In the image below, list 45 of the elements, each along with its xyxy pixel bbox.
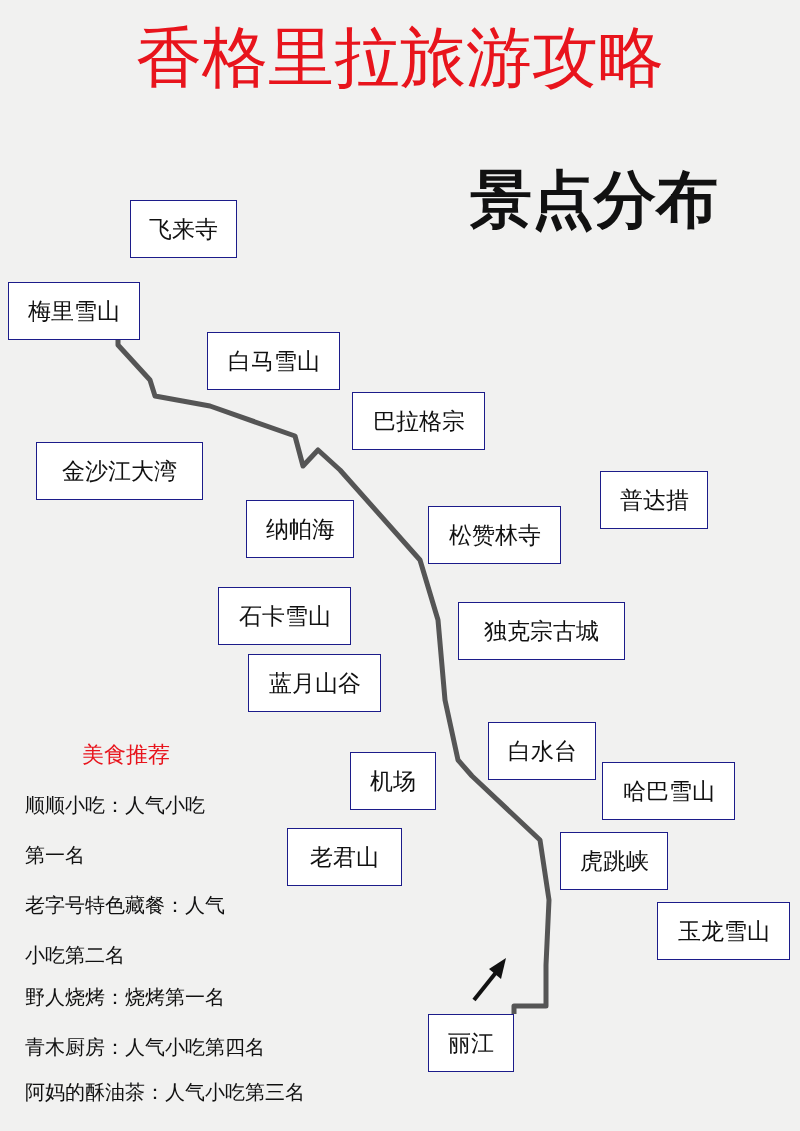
place-box (218, 587, 351, 645)
place-name: 老君山 (310, 842, 379, 872)
place-box (246, 500, 354, 558)
place-box (36, 442, 203, 500)
place-box (130, 200, 237, 258)
place-name: 梅里雪山 (28, 296, 120, 326)
place-name: 松赞林寺 (448, 520, 541, 550)
place-name: 白马雪山 (227, 346, 320, 376)
place-name: 虎跳峡 (579, 846, 649, 876)
place-box (248, 654, 381, 712)
title: 香格里拉旅游攻略 (135, 18, 665, 98)
place-name: 独克宗古城 (484, 616, 599, 646)
place-box (8, 282, 140, 340)
place-name: 金沙江大湾 (62, 456, 177, 486)
place-name: 纳帕海 (265, 514, 335, 544)
place-name: 丽江 (448, 1028, 494, 1058)
place-name: 石卡雪山 (238, 601, 331, 631)
place-name: 飞来寺 (149, 214, 218, 244)
place-name: 巴拉格宗 (372, 406, 465, 436)
place-box (207, 332, 340, 390)
subtitle: 景点分布 (470, 162, 719, 238)
place-box (602, 762, 735, 820)
place-name: 哈巴雪山 (622, 776, 715, 806)
road-route (115, 339, 552, 1015)
food-item: 青木厨房：人气小吃第四名 (25, 1034, 266, 1061)
section-heading: 美食推荐 (82, 741, 171, 769)
place-box (657, 902, 790, 960)
place-box (600, 471, 708, 529)
food-item: 野人烧烤：烧烤第一名 (25, 984, 226, 1011)
place-box (428, 1014, 514, 1072)
place-name: 机场 (370, 766, 416, 796)
food-item: 老字号特色藏餐：人气小吃第二名 (25, 892, 226, 969)
place-box (350, 752, 436, 810)
place-name: 普达措 (619, 485, 689, 515)
food-item: 顺顺小吃：人气小吃第一名 (25, 792, 206, 869)
place-box (488, 722, 596, 780)
food-item: 阿妈的酥油茶：人气小吃第三名 (25, 1079, 306, 1106)
place-name: 白水台 (507, 736, 577, 766)
place-box (287, 828, 402, 886)
place-name: 蓝月山谷 (268, 668, 361, 698)
place-box (458, 602, 625, 660)
place-box (352, 392, 485, 450)
place-name: 玉龙雪山 (677, 916, 770, 946)
place-box (560, 832, 668, 890)
place-box (428, 506, 561, 564)
